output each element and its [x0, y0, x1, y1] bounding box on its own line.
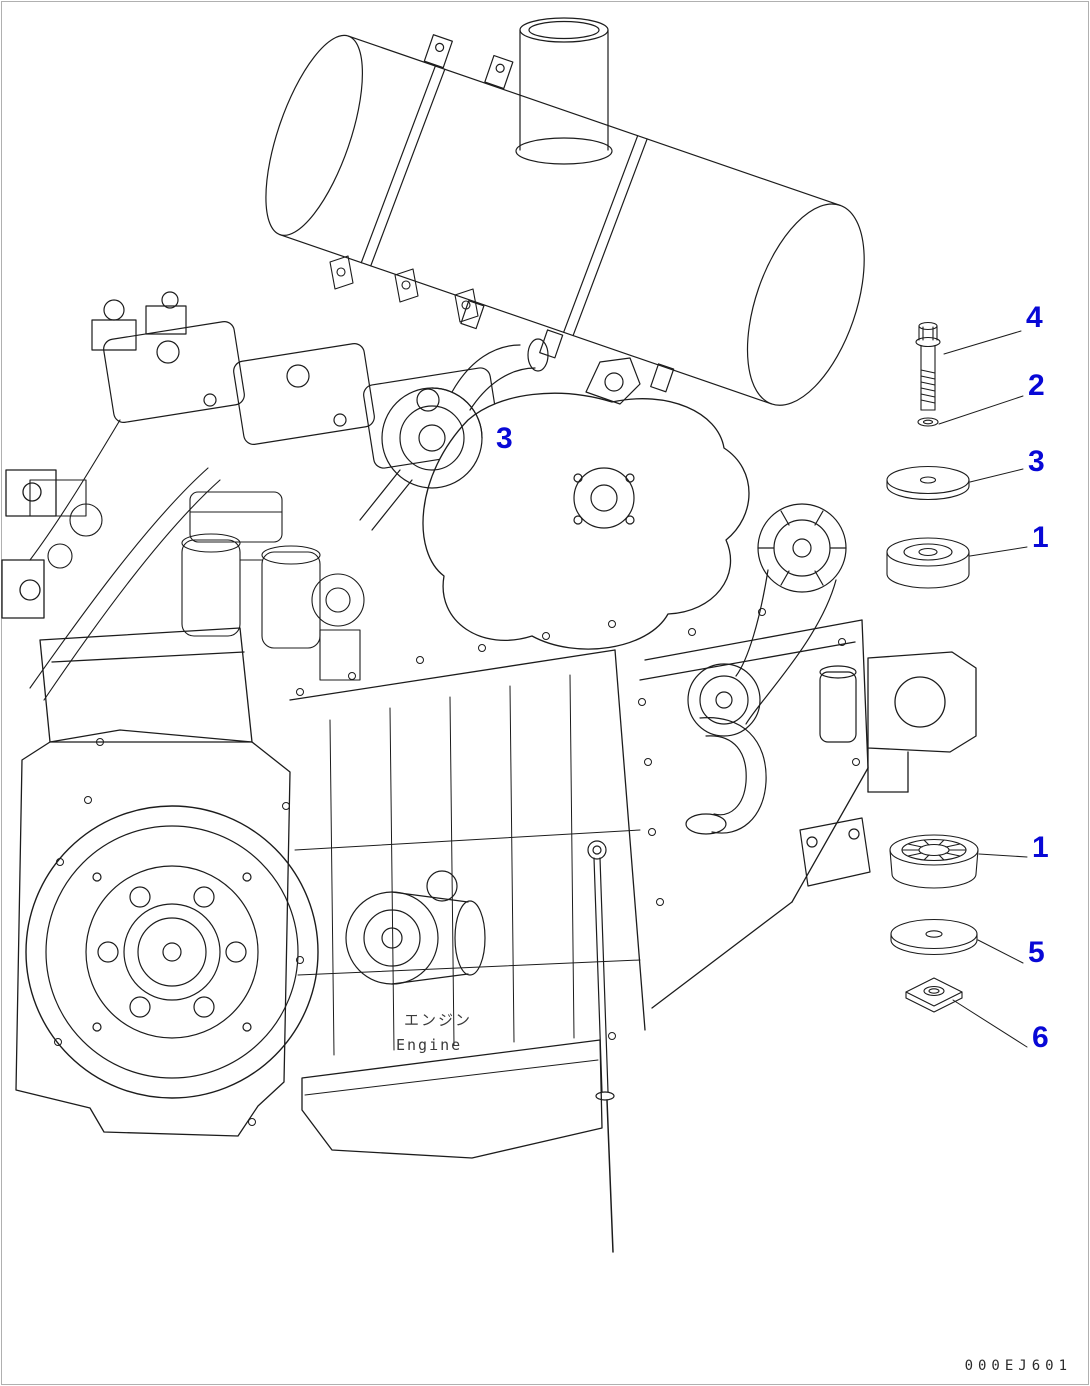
part-mount-lower	[889, 834, 979, 889]
part-bolt	[915, 321, 941, 411]
muffler	[265, 34, 865, 406]
dipstick	[587, 840, 615, 1253]
part-plate-nut	[905, 977, 963, 1013]
part-washer-upper	[886, 465, 970, 501]
engine-label-japanese: エンジン	[404, 1011, 473, 1029]
alternator	[735, 503, 847, 725]
front-accessories	[685, 663, 871, 887]
hoses	[29, 419, 221, 701]
right-body	[639, 619, 869, 1009]
top-brackets	[329, 255, 479, 323]
starter-motor	[345, 870, 486, 985]
callout-3-engine: 3	[496, 422, 513, 455]
drawing-code: 000EJ601	[964, 1358, 1072, 1374]
part-washer-lower	[890, 918, 978, 956]
callout-1-lower: 1	[1032, 831, 1049, 864]
intake-manifold	[422, 357, 750, 650]
callout-2: 2	[1028, 369, 1045, 402]
valve-covers	[91, 291, 501, 469]
part-mount-upper	[886, 537, 970, 589]
callout-6: 6	[1032, 1021, 1049, 1054]
engine-label: エンジン Engine	[396, 1008, 472, 1058]
bolt-dots	[54, 608, 860, 1126]
rear-housing	[1, 469, 291, 1137]
exhaust-stack	[515, 17, 613, 165]
leader-lines	[938, 330, 1028, 1048]
callout-1-upper: 1	[1032, 521, 1049, 554]
engine-block	[289, 649, 646, 1159]
callout-4: 4	[1026, 301, 1043, 334]
mount-bracket	[867, 651, 977, 793]
flywheel	[25, 805, 319, 1099]
engine-label-english: Engine	[396, 1035, 463, 1054]
callout-3-upper: 3	[1028, 445, 1045, 478]
part-washer-small	[917, 417, 939, 427]
callout-5: 5	[1028, 936, 1045, 969]
turbocharger	[359, 338, 549, 531]
fuel-system	[181, 491, 365, 681]
